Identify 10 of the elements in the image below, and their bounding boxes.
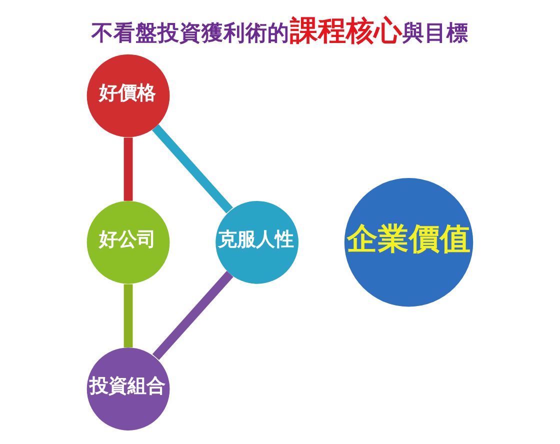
node-circle: 好價格 [86, 54, 170, 138]
connector [152, 270, 234, 360]
node-circle: 克服人性 [216, 200, 298, 284]
node-circle: 投資組合 [86, 348, 170, 430]
connector [124, 138, 133, 201]
node-circle: 好公司 [86, 200, 170, 284]
diagram-title: 不看盤投資獲利術的課程核心與目標 [91, 14, 468, 47]
connector [152, 124, 233, 214]
connector [124, 284, 133, 348]
node-circle: 企業價值 [344, 178, 474, 307]
